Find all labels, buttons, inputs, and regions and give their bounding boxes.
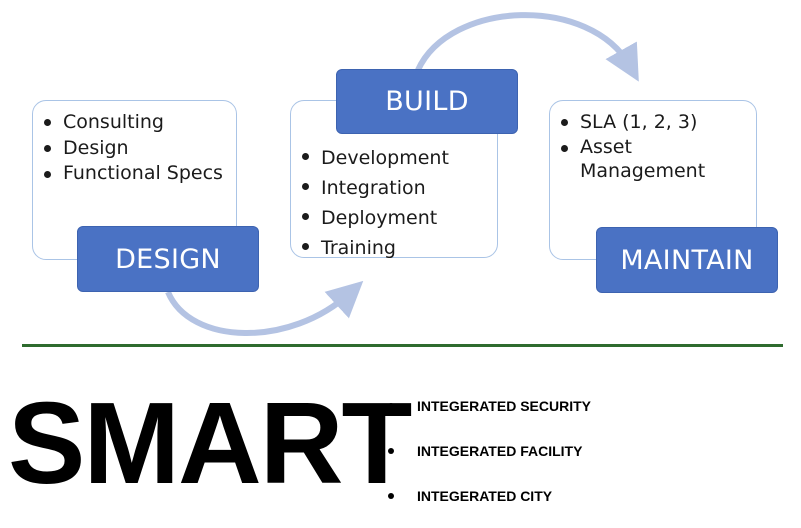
maintain-item-2: Asset Management	[558, 135, 730, 183]
section-divider	[22, 344, 783, 347]
build-list: Development Integration Deployment Train…	[299, 143, 491, 263]
design-item-1: Consulting	[41, 109, 230, 135]
arrow-build-to-maintain	[415, 12, 639, 82]
smart-item-facility: INTEGERATED FACILITY	[388, 438, 591, 483]
smart-item-security: INTEGERATED SECURITY	[388, 393, 591, 438]
build-item-3: Deployment	[299, 203, 491, 233]
design-item-2: Design	[41, 135, 230, 161]
maintain-item-1: SLA (1, 2, 3)	[558, 109, 750, 135]
maintain-label: MAINTAIN	[596, 227, 778, 293]
build-item-1: Development	[299, 143, 491, 173]
smart-item-city: INTEGERATED CITY	[388, 483, 591, 528]
build-item-2: Integration	[299, 173, 491, 203]
maintain-list: SLA (1, 2, 3) Asset Management	[558, 109, 750, 183]
design-item-3: Functional Specs	[41, 161, 230, 185]
smart-list: INTEGERATED SECURITY INTEGERATED FACILIT…	[388, 393, 591, 528]
build-item-4: Training	[299, 233, 491, 263]
arrow-design-to-build	[165, 280, 364, 336]
build-label: BUILD	[336, 69, 518, 134]
flow-arrows	[165, 12, 639, 336]
design-label: DESIGN	[77, 226, 259, 292]
design-list: Consulting Design Functional Specs	[41, 109, 230, 185]
smart-title: SMART	[8, 378, 412, 508]
